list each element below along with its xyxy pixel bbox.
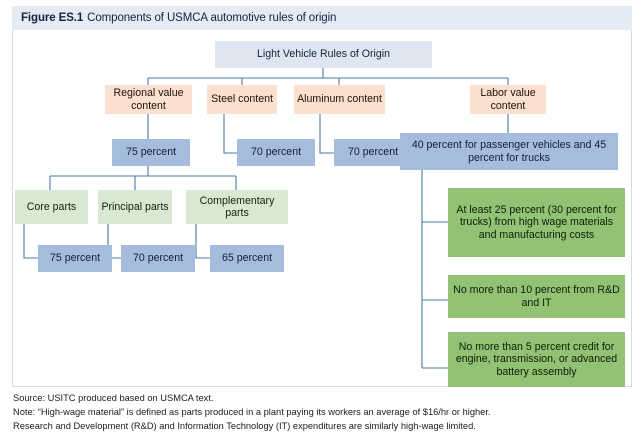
note-source: Source: USITC produced based on USMCA te… — [13, 393, 214, 403]
node-label: 70 percent — [132, 252, 184, 265]
node-principal-parts-percent[interactable]: 70 percent — [121, 245, 195, 272]
node-light-vehicle-rules-of-origin[interactable]: Light Vehicle Rules of Origin — [215, 41, 432, 68]
figure-title-bar: Figure ES.1 Components of USMCA automoti… — [12, 6, 632, 30]
note-high-wage-definition: Note: “High-wage material” is defined as… — [13, 407, 491, 418]
node-label: 75 percent — [49, 252, 101, 265]
figure-notes: Source: USITC produced based on USMCA te… — [13, 391, 639, 433]
figure-title: Components of USMCA automotive rules of … — [87, 12, 337, 24]
node-core-parts[interactable]: Core parts — [15, 190, 88, 224]
node-label: 40 percent for passenger vehicles and 45… — [411, 139, 607, 164]
node-label: 70 percent — [250, 146, 302, 159]
node-labor-value-content[interactable]: Labor value content — [470, 85, 546, 114]
node-lvc-requirement-high-wage[interactable]: At least 25 percent (30 percent for truc… — [448, 188, 625, 257]
node-core-parts-percent[interactable]: 75 percent — [38, 245, 112, 272]
node-label: 65 percent — [221, 252, 273, 265]
node-label: Labor value content — [480, 87, 536, 112]
node-label: 70 percent — [347, 146, 399, 159]
node-aluminum-content[interactable]: Aluminum content — [294, 85, 385, 114]
node-lvc-requirement-rd-it[interactable]: No more than 10 percent from R&D and IT — [448, 275, 625, 318]
node-label: 75 percent — [125, 146, 177, 159]
node-aluminum-content-percent[interactable]: 70 percent — [334, 139, 412, 166]
node-label: Principal parts — [101, 200, 169, 213]
note-rd-it-limit: Research and Development (R&D) and Infor… — [13, 421, 476, 432]
figure-number: Figure ES.1 — [21, 12, 84, 24]
node-label: Steel content — [211, 93, 273, 106]
node-lvc-requirement-assembly-credit[interactable]: No more than 5 percent credit for engine… — [448, 332, 625, 387]
node-label: Complementary parts — [199, 194, 275, 219]
node-label: Regional value content — [113, 87, 184, 112]
node-steel-content-percent[interactable]: 70 percent — [237, 139, 315, 166]
node-steel-content[interactable]: Steel content — [207, 85, 277, 114]
node-complementary-parts[interactable]: Complementary parts — [186, 190, 288, 224]
node-label: At least 25 percent (30 percent for truc… — [456, 203, 617, 241]
node-label: Light Vehicle Rules of Origin — [256, 48, 391, 61]
node-complementary-parts-percent[interactable]: 65 percent — [210, 245, 284, 272]
node-regional-value-content[interactable]: Regional value content — [105, 85, 192, 114]
node-label: No more than 10 percent from R&D and IT — [453, 284, 620, 309]
node-principal-parts[interactable]: Principal parts — [98, 190, 172, 224]
node-label: Aluminum content — [297, 93, 382, 106]
node-regional-value-content-percent[interactable]: 75 percent — [112, 139, 190, 166]
node-label: Core parts — [26, 200, 77, 213]
node-labor-value-content-percent[interactable]: 40 percent for passenger vehicles and 45… — [400, 133, 618, 170]
node-label: No more than 5 percent credit for engine… — [455, 340, 618, 378]
